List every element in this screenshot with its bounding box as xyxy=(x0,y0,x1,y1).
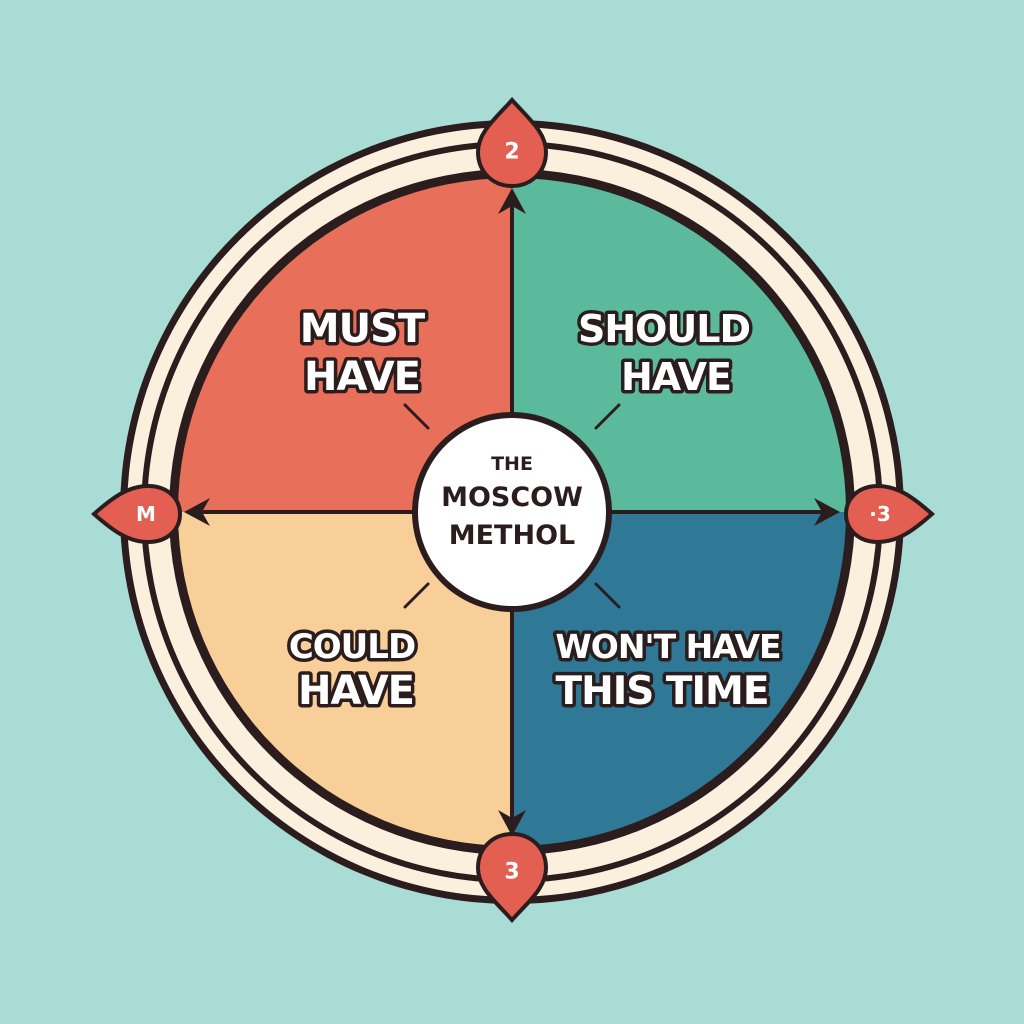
ring-markers: 2 3 M ·3 xyxy=(90,96,936,924)
center-badge: THE MOSCOW METHOL xyxy=(412,412,612,612)
should-label-line1: SHOULD xyxy=(578,307,750,351)
marker-right-label: ·3 xyxy=(869,502,891,526)
should-pointer xyxy=(594,403,621,430)
arrow-up-icon xyxy=(498,188,526,214)
wont-label-line2: THIS TIME xyxy=(556,669,769,714)
could-label-line1: COULD xyxy=(289,627,415,667)
arrow-left-icon xyxy=(184,498,210,526)
quadrant-wont xyxy=(512,512,846,846)
pointer-dashes xyxy=(403,403,621,609)
must-pointer xyxy=(403,403,430,430)
quadrant-labels: MUST HAVE SHOULD HAVE COULD HAVE WON'T H… xyxy=(285,303,785,718)
marker-bottom: 3 xyxy=(475,831,549,924)
could-label-line2: HAVE xyxy=(298,668,414,714)
marker-left: M xyxy=(90,483,183,545)
wont-pointer xyxy=(594,582,621,609)
marker-top-label: 2 xyxy=(504,140,519,165)
quadrant-could xyxy=(178,512,512,846)
must-label-line2: HAVE xyxy=(304,354,420,400)
center-title-line2: MOSCOW xyxy=(441,482,583,513)
arrow-down-icon xyxy=(498,810,526,836)
marker-bottom-label: 3 xyxy=(504,860,519,885)
should-label-line2: HAVE xyxy=(621,355,731,399)
marker-right: ·3 xyxy=(843,483,936,545)
could-pointer xyxy=(403,582,430,609)
arrow-right-icon xyxy=(814,498,840,526)
wont-label-line1: WON'T HAVE xyxy=(555,627,780,666)
center-title-line1: THE xyxy=(491,453,533,475)
center-title-line3: METHOL xyxy=(449,520,575,551)
marker-top: 2 xyxy=(475,96,549,189)
must-label-line1: MUST xyxy=(300,306,426,352)
marker-left-label: M xyxy=(136,502,156,526)
